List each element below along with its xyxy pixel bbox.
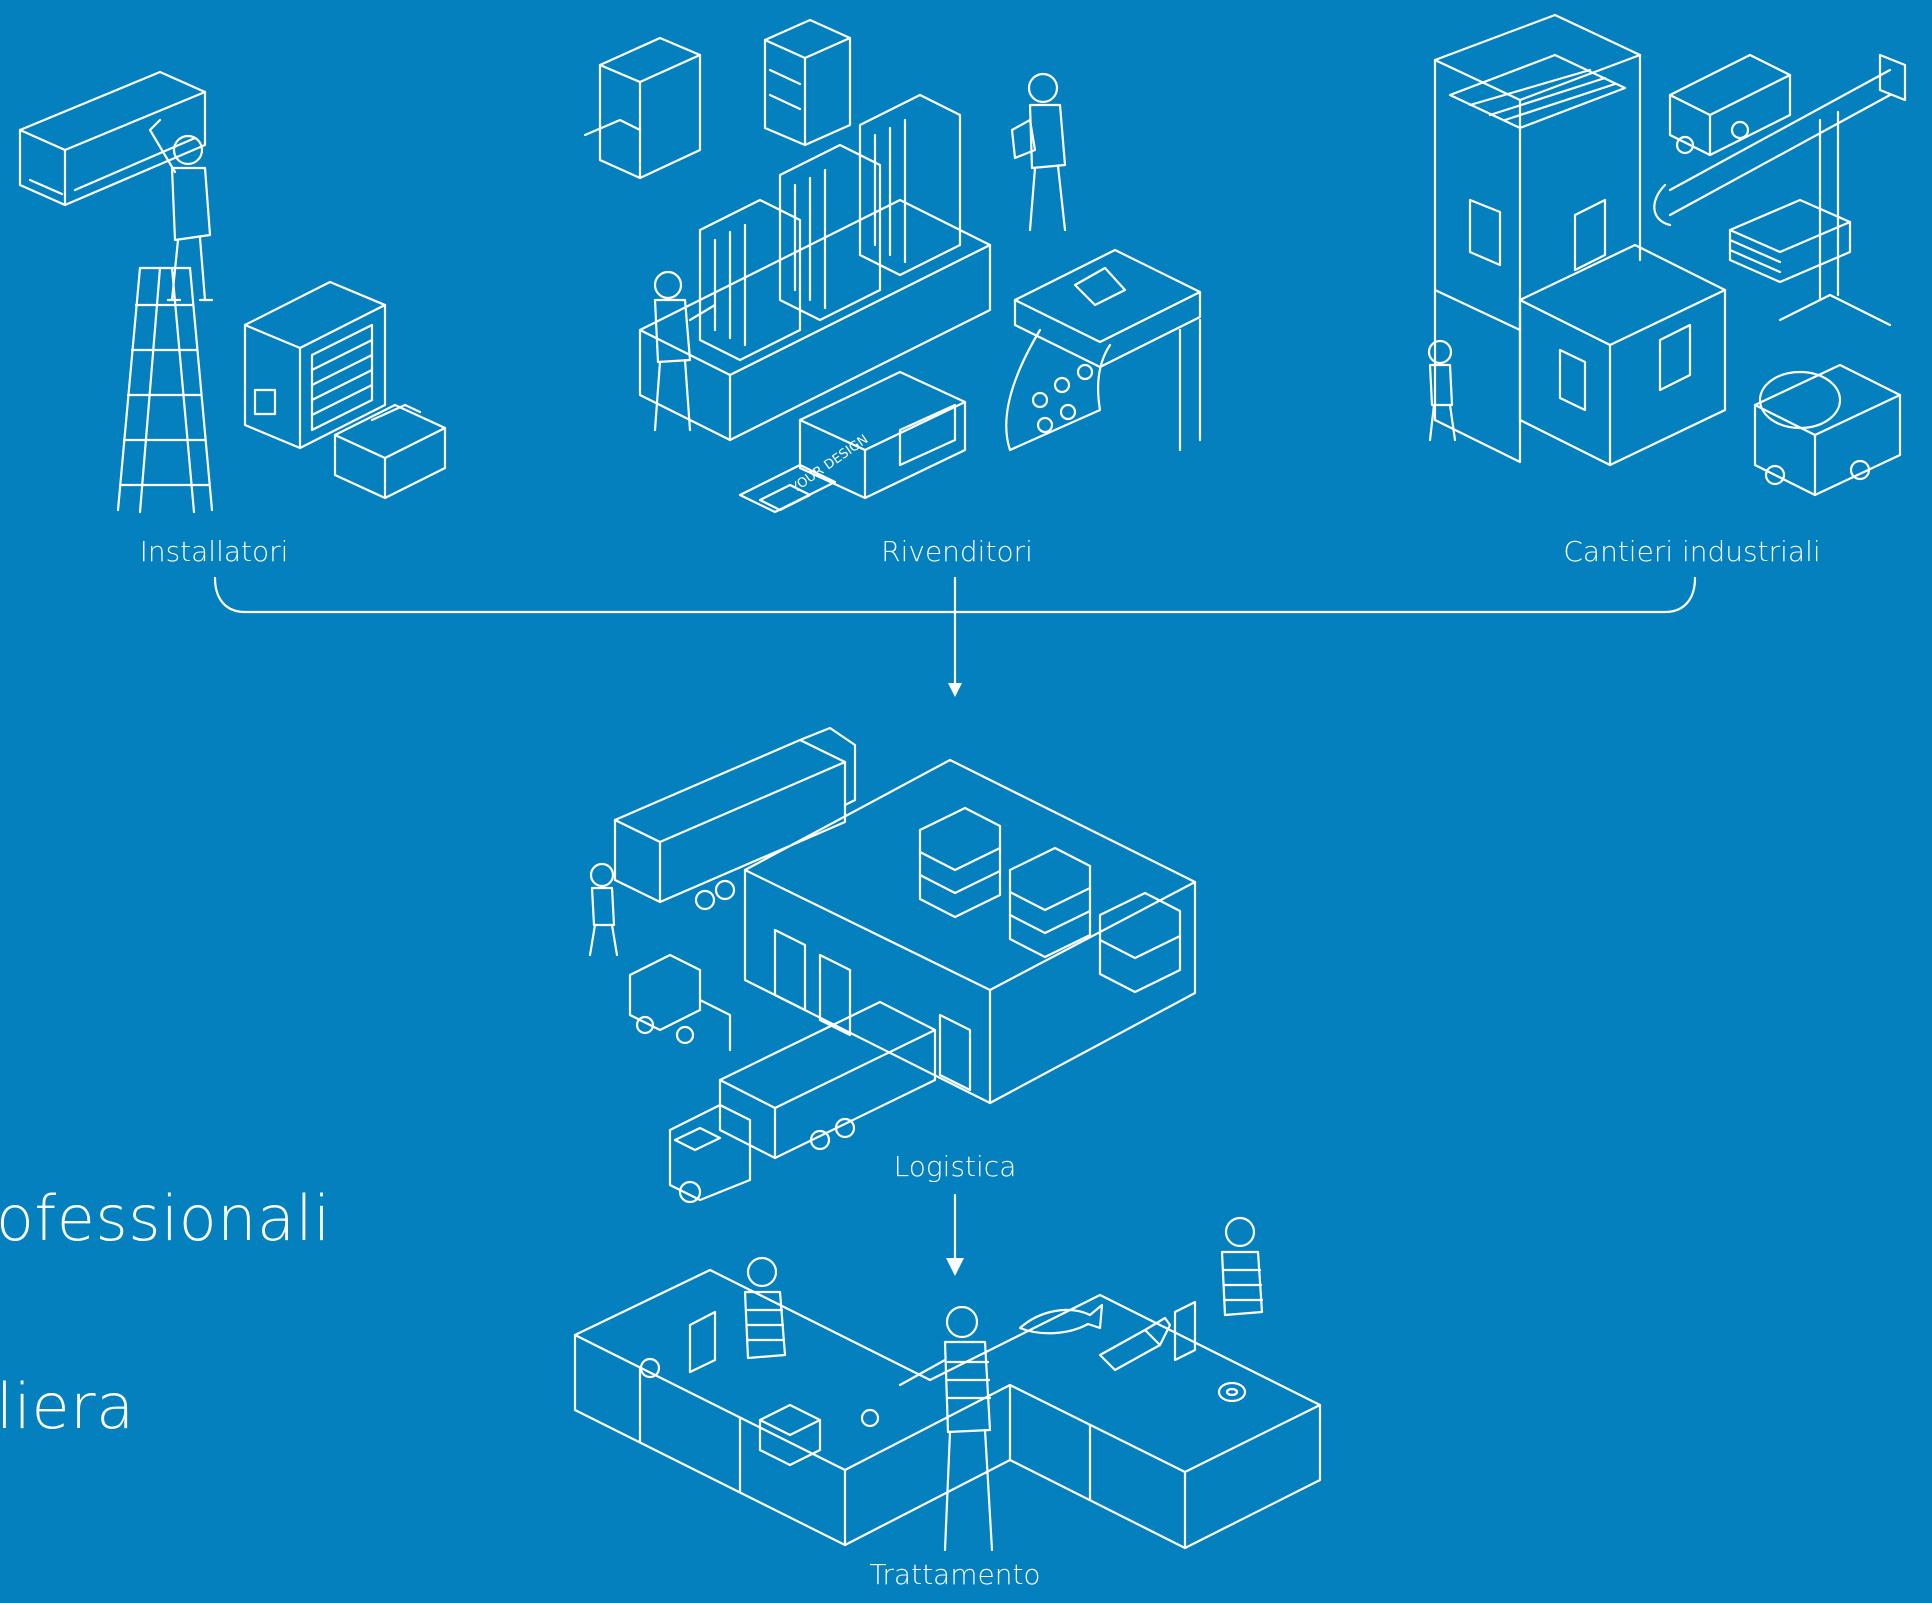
extension-icon xyxy=(1518,243,1727,467)
warehouse-icon xyxy=(743,758,1197,1105)
printer-cabinet-icon xyxy=(763,18,852,147)
semi-truck-front-icon xyxy=(668,1000,937,1204)
technician-figure-icon xyxy=(148,118,214,302)
counter-items-icon xyxy=(639,1357,880,1428)
crane-icon xyxy=(1653,53,1907,327)
rivenditori-illustration: YOUR DESIGN xyxy=(583,18,1202,514)
planks-icon xyxy=(1728,198,1852,284)
outdoor-unit-icon xyxy=(243,280,387,450)
worker-tablet-figure-icon xyxy=(1010,72,1067,232)
forklift-icon xyxy=(628,953,732,1052)
shelving-icon xyxy=(918,806,1182,994)
cantieri-illustration xyxy=(1427,13,1907,497)
bottle-icon xyxy=(1098,1316,1172,1372)
press-operator-figure-icon xyxy=(653,270,717,432)
clerk-left-figure-icon xyxy=(743,1256,787,1360)
loading-worker-figure-icon xyxy=(588,862,619,957)
air-conditioner-icon xyxy=(18,70,207,207)
building-icon xyxy=(1433,13,1642,464)
cardboard-box-icon xyxy=(758,1403,822,1467)
semi-truck-back-icon xyxy=(613,726,857,911)
toolbox-icon xyxy=(333,403,447,500)
cash-register-icon xyxy=(688,1300,1197,1374)
copier-icon xyxy=(583,36,702,180)
arrow-down-icon xyxy=(946,1258,964,1276)
clerk-right-figure-icon xyxy=(1220,1216,1264,1317)
arrow-down-icon xyxy=(948,683,962,697)
arrow-logistica-trattamento xyxy=(946,1193,964,1276)
printing-press-icon xyxy=(638,93,992,442)
fish-icon xyxy=(1018,1303,1104,1335)
side-text-line-1: ofessionali xyxy=(0,1182,331,1255)
service-counter-icon xyxy=(573,1268,1322,1550)
label-trattamento: Trattamento xyxy=(869,1558,1041,1591)
label-rivenditori: Rivenditori xyxy=(881,535,1033,568)
label-cantieri-industriali: Cantieri industriali xyxy=(1563,535,1821,568)
dump-truck-icon xyxy=(1668,53,1792,157)
trattamento-illustration xyxy=(573,1216,1322,1552)
dtg-printer-icon xyxy=(738,370,967,514)
connector-bracket xyxy=(213,576,1697,697)
logistica-illustration xyxy=(588,726,1197,1204)
customer-figure-icon xyxy=(898,1305,994,1552)
cement-mixer-icon xyxy=(1753,363,1902,497)
tape-roll-icon xyxy=(1217,1381,1247,1403)
side-text-line-2: liera xyxy=(0,1370,135,1443)
label-logistica: Logistica xyxy=(893,1150,1017,1183)
installatori-illustration xyxy=(18,70,447,514)
label-installatori: Installatori xyxy=(139,535,289,568)
construction-worker-figure-icon xyxy=(1427,339,1457,442)
plotter-icon xyxy=(1005,248,1202,452)
ladder-icon xyxy=(116,266,214,514)
